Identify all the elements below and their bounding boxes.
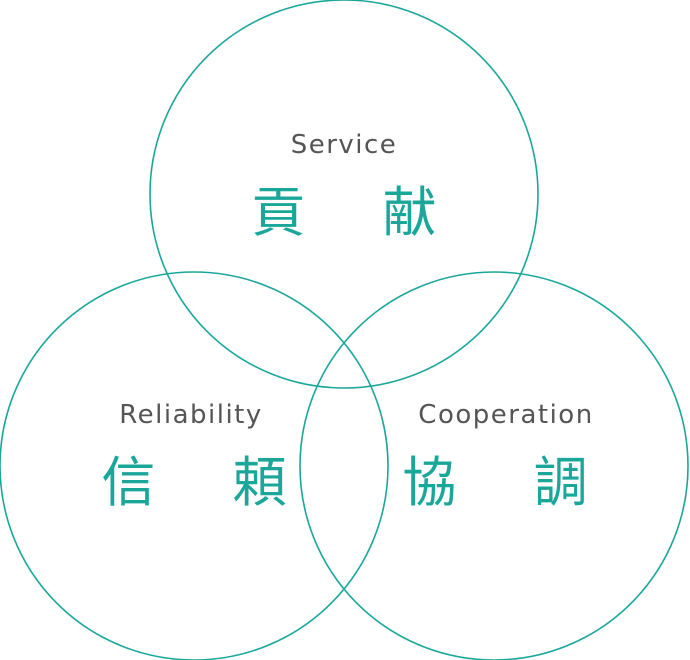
reliability-label-jp: 信 頼 [101, 451, 317, 514]
reliability-label-en: Reliability [119, 400, 263, 430]
cooperation-circle [299, 271, 689, 660]
reliability-circle [0, 271, 389, 660]
service-label-jp: 貢 献 [251, 181, 467, 244]
cooperation-label-en: Cooperation [418, 400, 594, 430]
service-circle [149, 0, 539, 389]
cooperation-label-jp: 協 調 [402, 451, 618, 514]
service-label-en: Service [290, 130, 398, 160]
